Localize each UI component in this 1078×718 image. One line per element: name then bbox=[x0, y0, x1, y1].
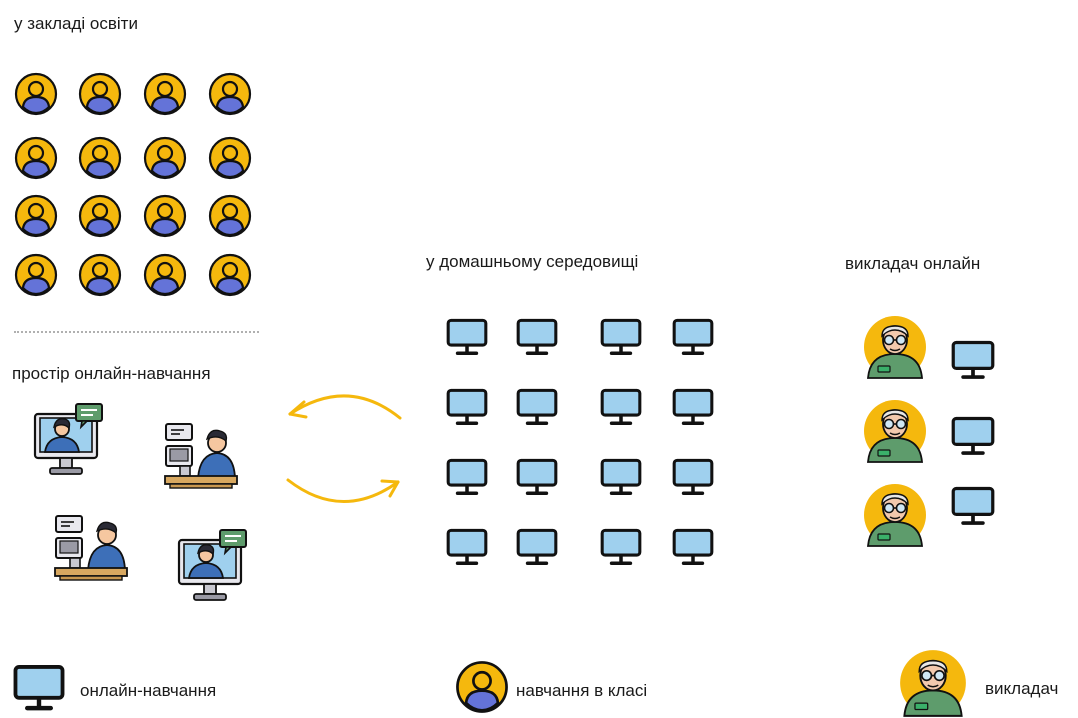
monitor-icon bbox=[444, 528, 490, 568]
monitor-icon bbox=[598, 528, 644, 568]
legend-teacher-label: викладач bbox=[985, 679, 1059, 698]
curved-arrow-right-icon bbox=[284, 470, 406, 512]
desk-learner-icon bbox=[162, 420, 240, 492]
home-title: у домашньому середовищі bbox=[426, 252, 639, 271]
legend-monitor-label: онлайн-навчання bbox=[80, 681, 217, 700]
monitor-icon bbox=[444, 458, 490, 498]
student-avatar-icon bbox=[143, 253, 187, 297]
monitor-icon bbox=[598, 388, 644, 428]
legend-monitor-icon bbox=[10, 664, 68, 714]
monitor-icon bbox=[514, 528, 560, 568]
student-avatar-icon bbox=[78, 136, 122, 180]
student-avatar-icon bbox=[143, 136, 187, 180]
student-avatar-icon bbox=[14, 136, 58, 180]
teacher-avatar-icon bbox=[862, 482, 928, 548]
monitor-icon bbox=[598, 318, 644, 358]
monitor-icon bbox=[670, 388, 716, 428]
student-avatar-icon bbox=[78, 194, 122, 238]
monitor-icon bbox=[946, 340, 1000, 382]
student-avatar-icon bbox=[78, 72, 122, 116]
teacher-title: викладач онлайн bbox=[845, 254, 981, 273]
student-avatar-icon bbox=[208, 136, 252, 180]
student-avatar-icon bbox=[208, 72, 252, 116]
legend-student-icon bbox=[455, 660, 509, 714]
legend-student-label: навчання в класі bbox=[516, 681, 648, 700]
curved-arrow-left-icon bbox=[282, 384, 404, 426]
student-avatar-icon bbox=[143, 72, 187, 116]
student-avatar-icon bbox=[14, 253, 58, 297]
section-separator bbox=[14, 331, 259, 333]
classroom-title: у закладі освіти bbox=[14, 14, 138, 33]
monitor-icon bbox=[670, 458, 716, 498]
student-avatar-icon bbox=[14, 72, 58, 116]
monitor-icon bbox=[444, 318, 490, 358]
monitor-icon bbox=[946, 416, 1000, 458]
monitor-icon bbox=[670, 318, 716, 358]
teacher-avatar-icon bbox=[862, 398, 928, 464]
legend-teacher-icon bbox=[898, 648, 968, 718]
student-avatar-icon bbox=[143, 194, 187, 238]
student-avatar-icon bbox=[14, 194, 58, 238]
teacher-avatar-icon bbox=[862, 314, 928, 380]
student-avatar-icon bbox=[208, 194, 252, 238]
online-space-title: простір онлайн-навчання bbox=[12, 364, 211, 383]
student-avatar-icon bbox=[208, 253, 252, 297]
monitor-icon bbox=[514, 458, 560, 498]
monitor-icon bbox=[514, 318, 560, 358]
video-call-student-icon bbox=[176, 528, 248, 606]
student-avatar-icon bbox=[78, 253, 122, 297]
monitor-icon bbox=[514, 388, 560, 428]
monitor-icon bbox=[444, 388, 490, 428]
monitor-icon bbox=[670, 528, 716, 568]
monitor-icon bbox=[598, 458, 644, 498]
video-call-student-icon bbox=[32, 402, 104, 480]
desk-learner-icon bbox=[52, 512, 130, 584]
monitor-icon bbox=[946, 486, 1000, 528]
